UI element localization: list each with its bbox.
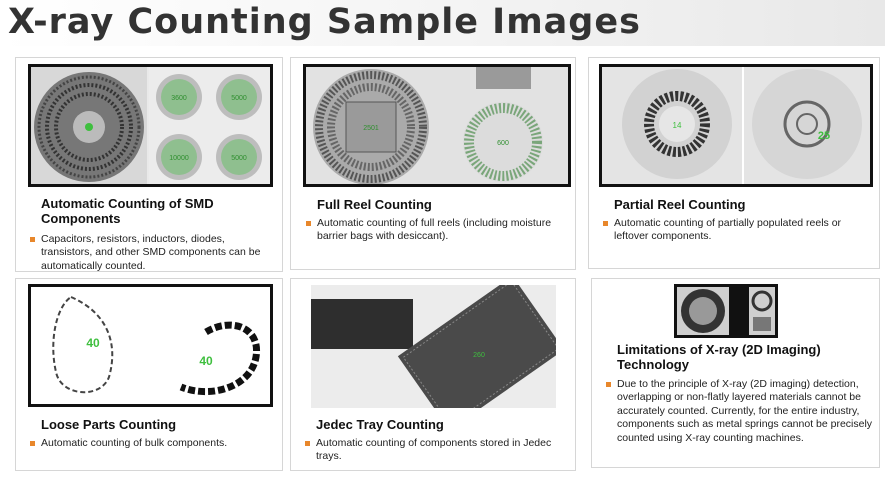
title-bar — [0, 0, 885, 46]
card-text: Due to the principle of X-ray (2D imagin… — [605, 378, 873, 445]
full-reel-graphic: 2501 600 — [306, 67, 568, 184]
card-text: Capacitors, resistors, inductors, diodes… — [29, 233, 274, 273]
label-40-b: 40 — [199, 354, 213, 368]
smd-image: 3600 5000 10000 5000 — [28, 64, 273, 187]
label-2501: 2501 — [363, 125, 379, 132]
loose-parts-image: 40 40 — [28, 284, 273, 407]
label-260: 260 — [473, 352, 485, 359]
card-text: Automatic counting of full reels (includ… — [305, 217, 567, 244]
loose-parts-graphic: 40 40 — [31, 287, 270, 404]
card-limitations: Limitations of X-ray (2D Imaging) Techno… — [591, 278, 880, 468]
label-5000-a: 5000 — [231, 95, 247, 102]
page-title: X-ray Counting Sample Images — [8, 2, 641, 42]
label-40-a: 40 — [86, 336, 100, 350]
full-reel-image: 2501 600 — [303, 64, 571, 187]
card-title: Jedec Tray Counting — [316, 417, 444, 432]
card-text: Automatic counting of partially populate… — [602, 217, 877, 244]
card-title: Full Reel Counting — [317, 197, 432, 212]
label-5000-b: 5000 — [231, 155, 247, 162]
card-loose-parts: 40 40 Loose Parts Counting Automatic cou… — [15, 278, 283, 471]
limitations-image — [674, 284, 778, 338]
card-jedec-tray: 260 Jedec Tray Counting Automatic counti… — [290, 278, 576, 471]
card-text: Automatic counting of bulk components. — [29, 437, 279, 450]
limitations-graphic — [677, 287, 775, 335]
jedec-tray-graphic: 260 — [311, 285, 556, 408]
label-3600: 3600 — [171, 95, 187, 102]
label-10000: 10000 — [169, 155, 189, 162]
card-title: Limitations of X-ray (2D Imaging) Techno… — [617, 342, 821, 372]
card-smd: 3600 5000 10000 5000 Automatic Counting … — [15, 57, 283, 272]
partial-reel-image: 14 25 — [599, 64, 873, 187]
smd-xray-graphic: 3600 5000 10000 5000 — [31, 67, 270, 184]
jedec-tray-image: 260 — [311, 285, 556, 408]
label-14: 14 — [673, 121, 682, 130]
card-title: Automatic Counting of SMD Components — [41, 196, 214, 226]
card-title: Partial Reel Counting — [614, 197, 746, 212]
card-text: Automatic counting of components stored … — [304, 437, 569, 464]
label-600: 600 — [497, 140, 509, 147]
card-full-reel: 2501 600 Full Reel Counting Automatic co… — [290, 57, 576, 270]
label-25: 25 — [818, 130, 830, 142]
card-partial-reel: 14 25 Partial Reel Counting Automatic co… — [588, 57, 880, 269]
card-title: Loose Parts Counting — [41, 417, 177, 432]
partial-reel-graphic: 14 25 — [602, 67, 870, 184]
